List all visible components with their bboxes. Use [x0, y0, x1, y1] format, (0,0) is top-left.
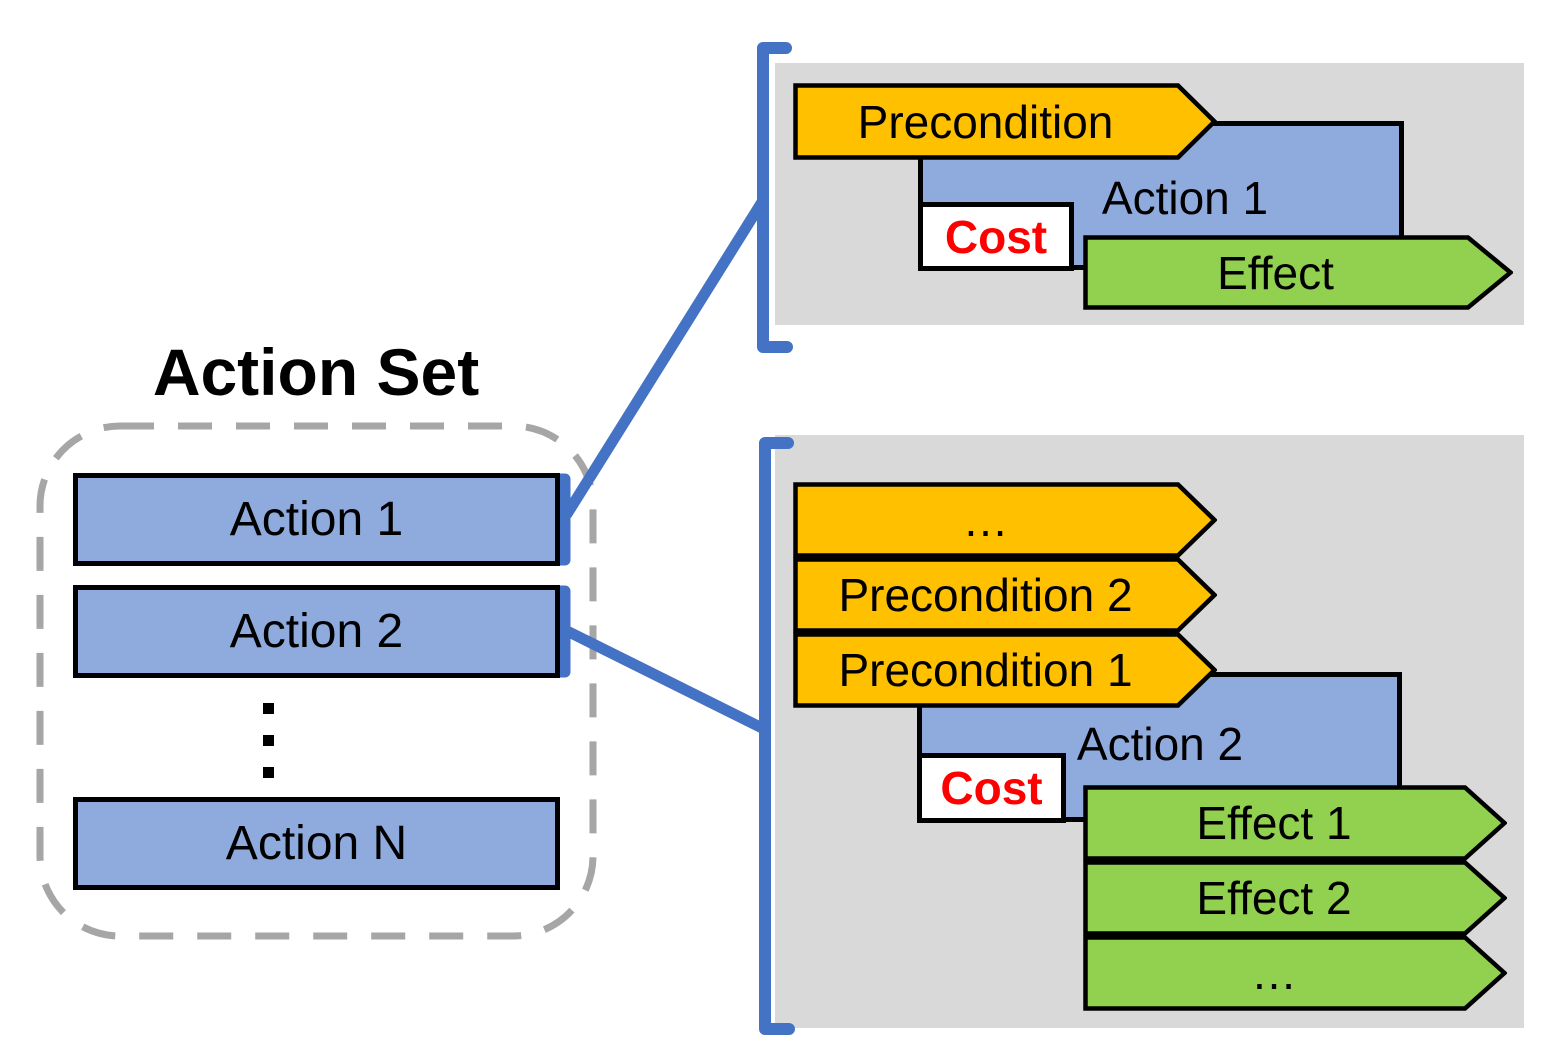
connector-line-action1	[561, 196, 768, 520]
effect-label: Effect	[1217, 246, 1334, 299]
precondition-label: Precondition	[857, 95, 1114, 148]
action-set-item-1-label: Action 1	[229, 493, 404, 546]
effect-ellipsis-arrow: …	[1083, 935, 1507, 1011]
effect1-label: Effect 1	[1196, 797, 1352, 849]
effect-arrow: Effect	[1083, 235, 1513, 310]
connector-line-action2	[561, 625, 770, 735]
action-set-item-2: Action 2	[73, 585, 560, 678]
effect2-label: Effect 2	[1196, 872, 1352, 924]
action-set-item-n: Action N	[73, 797, 560, 890]
vertical-ellipsis-dot	[263, 735, 274, 746]
effect2-arrow: Effect 2	[1083, 860, 1507, 936]
action-set-item-1: Action 1	[73, 473, 560, 566]
action2-cost-box: Cost	[917, 753, 1066, 823]
effect-ellipsis-label: …	[1251, 947, 1297, 999]
precondition2-arrow: Precondition 2	[793, 557, 1217, 633]
precondition-arrow: Precondition	[793, 83, 1217, 160]
precondition2-label: Precondition 2	[838, 569, 1133, 621]
action1-cost-label: Cost	[944, 210, 1048, 263]
action2-rect-label: Action 2	[1076, 718, 1244, 770]
action1-cost-box: Cost	[918, 202, 1074, 271]
precondition1-arrow: Precondition 1	[793, 632, 1217, 708]
action-set-item-2-label: Action 2	[229, 605, 404, 658]
vertical-ellipsis-dot	[263, 767, 274, 778]
effect1-arrow: Effect 1	[1083, 785, 1507, 861]
action2-cost-label: Cost	[940, 762, 1043, 814]
action-set-item-n-label: Action N	[225, 817, 408, 870]
page-title: Action Set	[152, 335, 480, 409]
action1-rect-label: Action 1	[1101, 172, 1269, 224]
precondition1-label: Precondition 1	[838, 644, 1133, 696]
vertical-ellipsis-dot	[263, 703, 274, 714]
precondition-ellipsis-arrow: …	[793, 482, 1217, 558]
precondition-ellipsis-label: …	[962, 494, 1009, 546]
